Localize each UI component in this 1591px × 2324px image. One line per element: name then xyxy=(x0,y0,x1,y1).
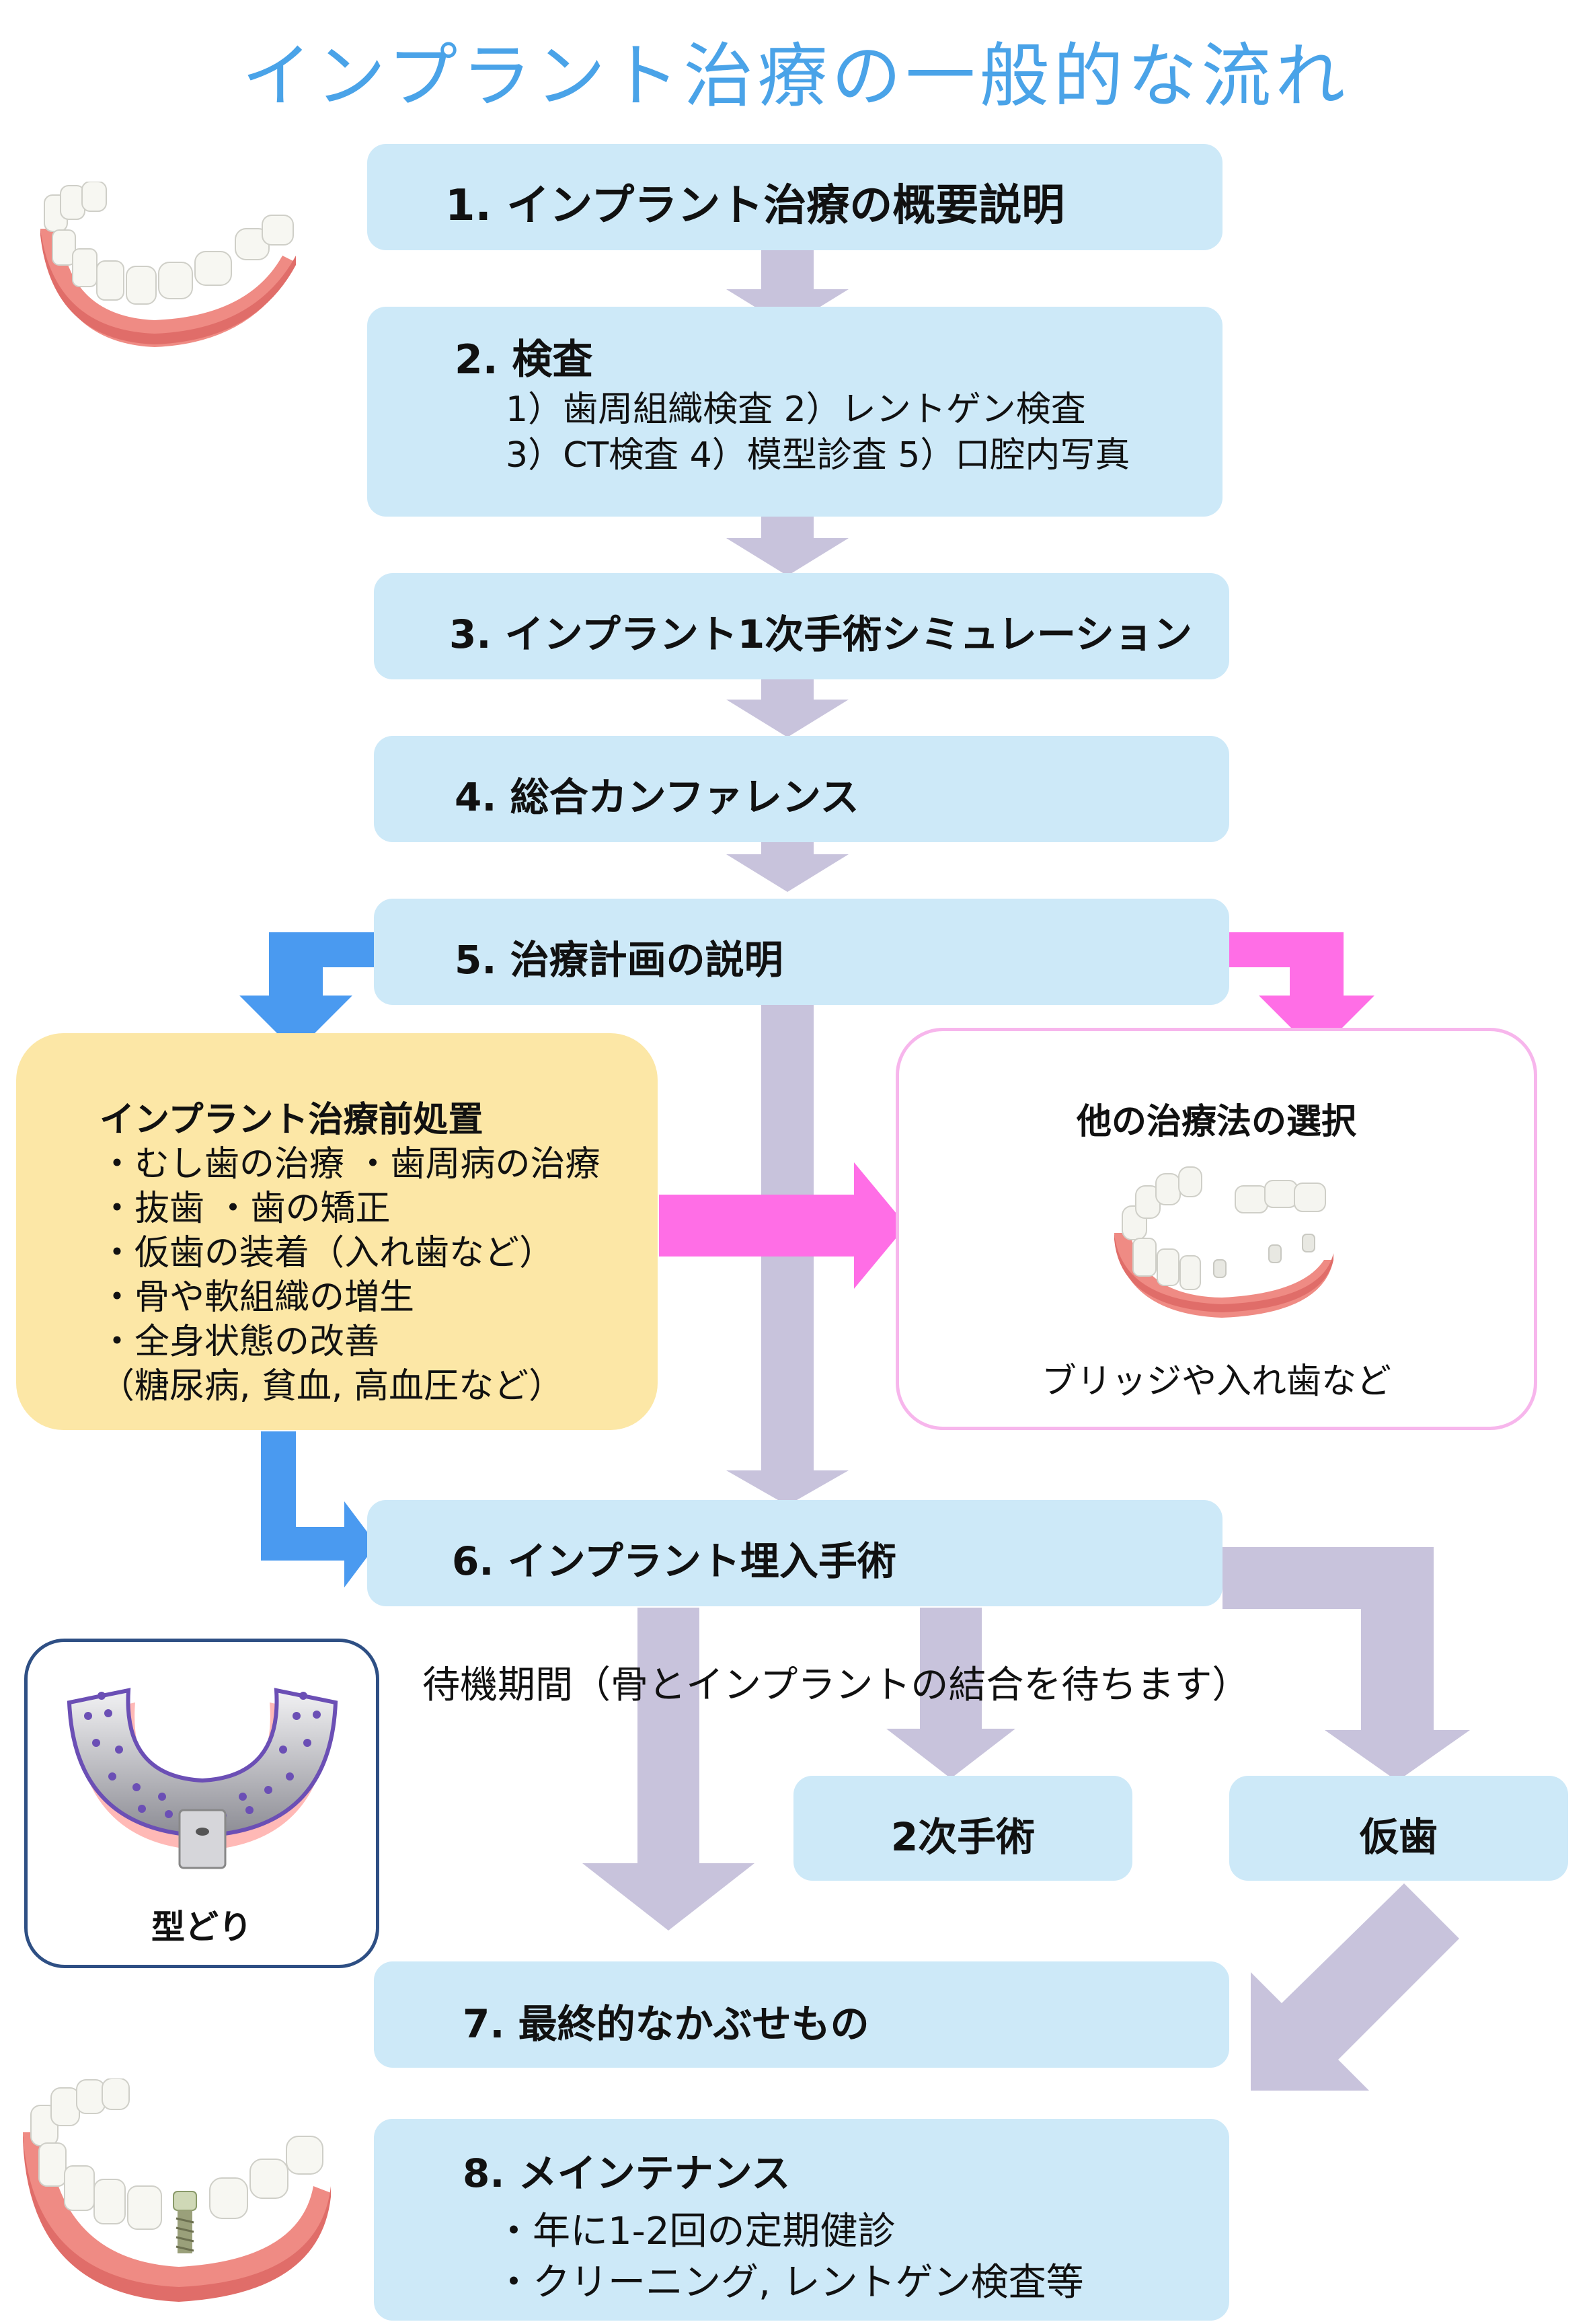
bridge-denture-icon xyxy=(1114,1166,1333,1318)
step-2-detail-1: 1）歯周組織検査 2）レントゲン検査 xyxy=(506,389,1086,430)
arrow-5-other xyxy=(1224,932,1374,1053)
step-3-label: 3. インプラント1次手術シミュレーション xyxy=(449,611,1192,657)
arrow-pre-6 xyxy=(261,1431,377,1587)
impression-caption: 型どり xyxy=(151,1908,252,1947)
arrow-temp-7 xyxy=(1251,1883,1459,2091)
implant-dentition-icon xyxy=(23,2078,331,2302)
arrow-pre-other xyxy=(659,1162,906,1289)
lower-dentition-icon xyxy=(40,182,296,347)
arrow-6-second xyxy=(886,1608,1015,1778)
temporary-teeth-box: 仮歯 xyxy=(1229,1776,1568,1881)
step-1-label: 1. インプラント治療の概要説明 xyxy=(445,181,1065,231)
waiting-period-text: 待機期間（骨とインプラントの結合を待ちます） xyxy=(422,1663,1250,1707)
arrow-1-2 xyxy=(726,243,849,327)
step-8-detail-1: ・年に1-2回の定期健診 xyxy=(495,2210,896,2253)
other-treatment-caption: ブリッジや入れ歯など xyxy=(1041,1361,1391,1402)
pre-treatment-item: ・むし歯の治療 ・歯周病の治療 xyxy=(100,1144,600,1185)
other-treatment-title: 他の治療法の選択 xyxy=(1076,1102,1356,1142)
step-4-box: 4. 総合カンファレンス xyxy=(374,736,1229,842)
step-7-label: 7. 最終的なかぶせもの xyxy=(463,2001,869,2047)
arrow-3-4 xyxy=(726,675,849,737)
pre-treatment-box: インプラント治療前処置 ・むし歯の治療 ・歯周病の治療 ・抜歯 ・歯の矯正 ・仮… xyxy=(16,1033,658,1430)
step-6-box: 6. インプラント埋入手術 xyxy=(367,1500,1223,1606)
step-7-box: 7. 最終的なかぶせもの xyxy=(374,1961,1229,2068)
impression-tray-icon xyxy=(67,1688,338,1869)
other-treatment-box: 他の治療法の選択 ブリッジや入れ歯など xyxy=(896,1028,1537,1430)
step-5-label: 5. 治療計画の説明 xyxy=(455,937,783,983)
step-8-label: 8. メインテナンス xyxy=(463,2150,791,2196)
pre-treatment-item: ・抜歯 ・歯の矯正 xyxy=(100,1189,391,1229)
page-title: インプラント治療の一般的な流れ xyxy=(241,35,1350,117)
arrow-6-temp xyxy=(1223,1547,1470,1781)
step-1-box: 1. インプラント治療の概要説明 xyxy=(367,144,1223,250)
step-3-box: 3. インプラント1次手術シミュレーション xyxy=(374,573,1229,679)
pre-treatment-item: （糖尿病, 貧血, 高血圧など） xyxy=(100,1366,564,1407)
arrow-2-3 xyxy=(726,513,849,576)
impression-box: 型どり xyxy=(24,1639,379,1968)
step-5-box: 5. 治療計画の説明 xyxy=(374,899,1229,1005)
step-8-box: 8. メインテナンス ・年に1-2回の定期健診 ・クリーニング, レントゲン検査… xyxy=(374,2119,1229,2321)
step-2-detail-2: 3）CT検査 4）模型診査 5）口腔内写真 xyxy=(506,435,1130,476)
step-4-label: 4. 総合カンファレンス xyxy=(455,774,859,820)
arrow-4-5 xyxy=(726,829,849,892)
pre-treatment-item: ・全身状態の改善 xyxy=(100,1322,380,1362)
second-surgery-box: 2次手術 xyxy=(793,1776,1132,1881)
step-2-box: 2. 検査 1）歯周組織検査 2）レントゲン検査 3）CT検査 4）模型診査 5… xyxy=(367,307,1223,517)
step-8-detail-2: ・クリーニング, レントゲン検査等 xyxy=(495,2261,1084,2304)
step-2-label: 2. 検査 xyxy=(455,336,593,383)
arrow-6-7 xyxy=(582,1608,754,1931)
second-surgery-label: 2次手術 xyxy=(890,1814,1036,1860)
arrow-5-pre xyxy=(239,932,377,1052)
pre-treatment-title: インプラント治療前処置 xyxy=(100,1100,483,1140)
pre-treatment-item: ・仮歯の装着（入れ歯など） xyxy=(100,1233,555,1273)
pre-treatment-item: ・骨や軟組織の増生 xyxy=(100,1277,415,1318)
temporary-teeth-label: 仮歯 xyxy=(1359,1814,1438,1860)
step-6-label: 6. インプラント埋入手術 xyxy=(452,1538,896,1584)
